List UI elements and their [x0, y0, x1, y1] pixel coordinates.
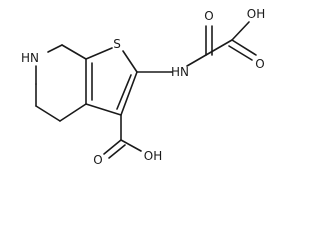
thiophene-ring	[85, 47, 138, 116]
acid-oh-label: OH	[247, 7, 265, 21]
bond-acid-hydroxyl	[231, 21, 250, 41]
acid-o-label: O	[255, 57, 264, 71]
oxamic-acid-chain	[136, 21, 257, 73]
carboxylic-acid-group	[103, 114, 142, 159]
bond-c5-c3a	[59, 103, 87, 122]
bond-carbonyl-acid-carbon	[205, 39, 233, 56]
bond-acid-carbonyl-o-1	[231, 39, 257, 56]
bond-ring-s-c2	[122, 50, 138, 73]
bond-c2-c3	[120, 71, 138, 116]
bond-acid-carbonyl-o-2	[228, 45, 253, 61]
amide-o-label: O	[204, 9, 213, 23]
bond-c7a-ring-s	[85, 47, 113, 60]
bond-c1-ring-nh	[47, 44, 63, 53]
ring-s-label: S	[113, 37, 121, 51]
piperidine-ring	[35, 44, 87, 122]
bond-cooh-carbonyl-2	[108, 144, 126, 159]
bond-amide-nh-carbonyl	[186, 54, 207, 67]
molecule-diagram: HN S HN O OH O O OH	[21, 7, 265, 167]
bond-cooh-carbonyl-1	[103, 139, 122, 155]
bond-c1-c7a	[61, 44, 87, 60]
bond-c4-c5	[35, 105, 61, 122]
ring-nh-label: HN	[21, 51, 39, 65]
cooh-oh-label: OH	[144, 149, 162, 163]
bond-cooh-hydroxyl	[120, 139, 142, 152]
bond-c3-c3a	[85, 103, 122, 116]
bond-c2-c3-inner	[116, 74, 132, 110]
amide-nh-label: HN	[171, 65, 189, 79]
cooh-o-label: O	[93, 153, 102, 167]
